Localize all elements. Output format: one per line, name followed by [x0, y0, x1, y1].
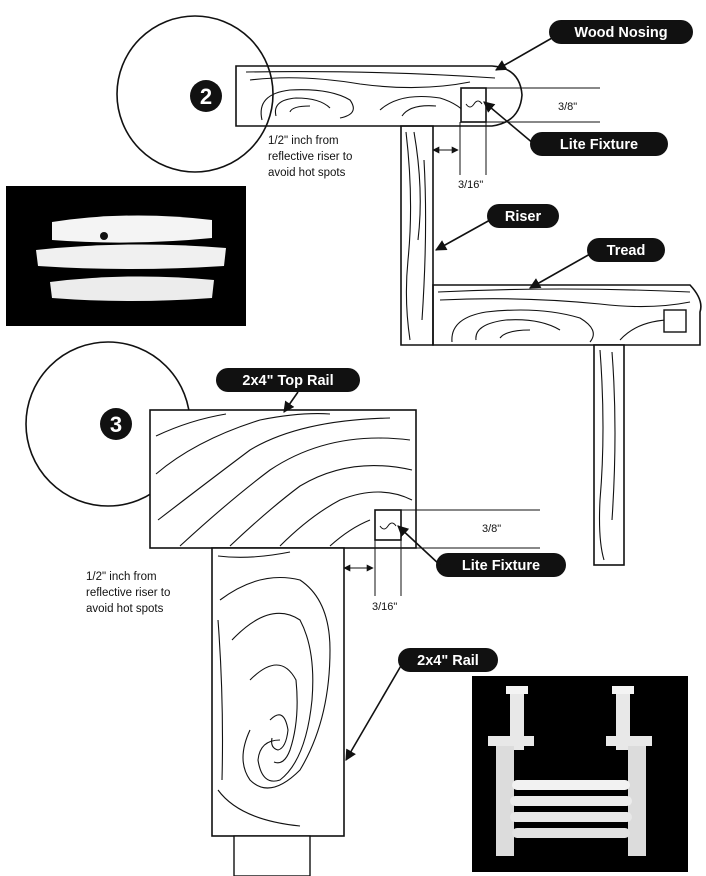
- label-top-rail: 2x4" Top Rail: [216, 368, 360, 413]
- rail-shape: [211, 547, 345, 837]
- note-2: 1/2" inch from reflective riser to avoid…: [268, 135, 352, 179]
- riser-grain: [405, 131, 427, 341]
- svg-text:avoid hot spots: avoid hot spots: [86, 603, 164, 615]
- svg-text:Lite Fixture: Lite Fixture: [560, 137, 638, 153]
- label-tread: Tread: [529, 238, 665, 289]
- rail-post-bottom: [233, 835, 311, 876]
- svg-text:Riser: Riser: [505, 209, 542, 225]
- svg-text:reflective riser to: reflective riser to: [268, 151, 352, 163]
- tread-grain: [437, 288, 691, 343]
- dim-height-2: 3/8": [558, 101, 577, 113]
- figure-3: 3 3/: [25, 341, 566, 876]
- figure-2-badge: [190, 80, 222, 112]
- lite-fixture-3: [374, 509, 402, 541]
- svg-text:2x4" Rail: 2x4" Rail: [417, 653, 479, 669]
- lit-stairs-photo: [6, 186, 246, 326]
- label-lite-fixture-2: Lite Fixture: [483, 101, 668, 156]
- tread-shape: [432, 284, 702, 346]
- railing-photo: [472, 676, 688, 872]
- figure-2: 2: [116, 15, 702, 566]
- svg-text:Tread: Tread: [607, 243, 646, 259]
- rail-grain: [217, 551, 331, 827]
- support-post: [593, 344, 625, 566]
- top-rail-grain: [155, 413, 413, 547]
- svg-text:1/2" inch from: 1/2" inch from: [268, 135, 339, 147]
- svg-text:2x4" Top Rail: 2x4" Top Rail: [242, 373, 333, 389]
- label-wood-nosing: Wood Nosing: [495, 20, 693, 71]
- riser-shape: [400, 125, 434, 346]
- label-lite-fixture-3: Lite Fixture: [397, 525, 566, 577]
- svg-text:avoid hot spots: avoid hot spots: [268, 167, 346, 179]
- svg-text:Wood Nosing: Wood Nosing: [574, 25, 667, 41]
- top-rail-shape: [149, 409, 417, 549]
- dim-width-2: 3/16": [458, 179, 483, 191]
- wood-nosing-grain: [245, 71, 496, 121]
- label-rail: 2x4" Rail: [345, 648, 498, 761]
- dim-height-3: 3/8": [482, 523, 501, 535]
- figure-3-number: 3: [110, 412, 122, 437]
- label-riser: Riser: [435, 204, 559, 251]
- svg-text:1/2" inch from: 1/2" inch from: [86, 571, 157, 583]
- figure-3-badge: [100, 408, 132, 440]
- figure-2-number: 2: [200, 84, 212, 109]
- svg-text:Lite Fixture: Lite Fixture: [462, 558, 540, 574]
- dim-width-3: 3/16": [372, 601, 397, 613]
- note-3: 1/2" inch from reflective riser to avoid…: [86, 571, 170, 615]
- svg-text:reflective riser to: reflective riser to: [86, 587, 170, 599]
- lite-fixture-2b: [663, 309, 687, 333]
